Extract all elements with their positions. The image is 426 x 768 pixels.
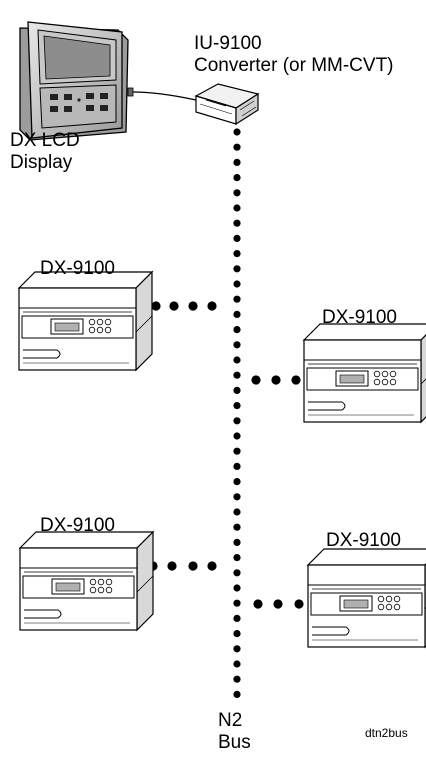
bus-dot bbox=[233, 158, 241, 166]
n2-bus-line bbox=[233, 128, 241, 699]
bus-dot bbox=[233, 189, 241, 197]
bus-dot bbox=[233, 402, 241, 410]
bus-dot bbox=[233, 219, 241, 227]
bus-dot bbox=[233, 523, 241, 531]
converter-label-line1: IU-9100 bbox=[194, 33, 262, 54]
bus-dot bbox=[233, 462, 241, 470]
bus-dot bbox=[233, 645, 241, 653]
branch-dot bbox=[188, 561, 198, 571]
bus-dot bbox=[233, 280, 241, 288]
display-label-line1: DX LCD bbox=[10, 130, 80, 151]
controller-label-2: DX-9100 bbox=[322, 307, 397, 328]
bus-dot bbox=[233, 356, 241, 364]
dx9100-controller-icon bbox=[17, 270, 154, 372]
converter-label-line2: Converter (or MM-CVT) bbox=[194, 55, 394, 76]
branch-dot bbox=[291, 375, 301, 385]
branch-dot bbox=[271, 375, 281, 385]
bus-dot bbox=[233, 584, 241, 592]
branch-dot bbox=[169, 301, 179, 311]
bus-dot bbox=[233, 371, 241, 379]
display-label-line2: Display bbox=[10, 152, 73, 173]
bus-dot bbox=[233, 675, 241, 683]
branch-dot bbox=[188, 301, 198, 311]
bus-dot bbox=[233, 447, 241, 455]
lcd-display-icon bbox=[19, 21, 134, 141]
bus-dot bbox=[233, 310, 241, 318]
bus-label-line2: Bus bbox=[218, 732, 251, 753]
bus-dot bbox=[233, 326, 241, 334]
branch-dot bbox=[167, 561, 177, 571]
bus-dot bbox=[233, 599, 241, 607]
dx9100-controller-icon bbox=[302, 323, 426, 424]
dx9100-controller-icon bbox=[18, 530, 155, 632]
bus-dot bbox=[233, 630, 241, 638]
branch-dot bbox=[207, 301, 217, 311]
converter-icon bbox=[194, 83, 260, 126]
display-cable bbox=[132, 91, 197, 101]
bus-dot bbox=[233, 690, 241, 699]
branch-dot bbox=[151, 301, 161, 311]
bus-dot bbox=[233, 478, 241, 486]
bus-dot bbox=[233, 204, 241, 212]
branch-dot bbox=[207, 561, 217, 571]
bus-dot bbox=[233, 265, 241, 273]
bus-dot bbox=[233, 493, 241, 501]
bus-dot bbox=[233, 508, 241, 516]
bus-dot bbox=[233, 432, 241, 440]
bus-dot bbox=[233, 417, 241, 425]
bus-dot bbox=[233, 174, 241, 182]
controller-label-1: DX-9100 bbox=[40, 258, 115, 279]
bus-dot bbox=[233, 569, 241, 577]
bus-dot bbox=[233, 386, 241, 394]
branch-dot bbox=[294, 599, 304, 609]
bus-dot bbox=[233, 341, 241, 349]
bus-dot bbox=[233, 128, 241, 136]
controller-label-4: DX-9100 bbox=[326, 530, 401, 551]
branch-dot bbox=[253, 599, 263, 609]
bus-dot bbox=[233, 660, 241, 668]
branch-dot bbox=[251, 375, 261, 385]
bus-dot bbox=[233, 250, 241, 258]
bus-dot bbox=[233, 538, 241, 547]
branch-dot bbox=[273, 599, 283, 609]
bus-branches bbox=[148, 301, 304, 609]
bus-dot bbox=[233, 234, 241, 242]
controller-label-3: DX-9100 bbox=[40, 515, 115, 536]
bus-label-line1: N2 bbox=[218, 710, 243, 731]
dx9100-controller-icon bbox=[306, 548, 426, 649]
bus-dot bbox=[233, 143, 241, 151]
figure-code: dtn2bus bbox=[365, 726, 408, 740]
bus-dot bbox=[233, 295, 241, 303]
bus-dot bbox=[233, 614, 241, 623]
bus-dot bbox=[233, 554, 241, 562]
